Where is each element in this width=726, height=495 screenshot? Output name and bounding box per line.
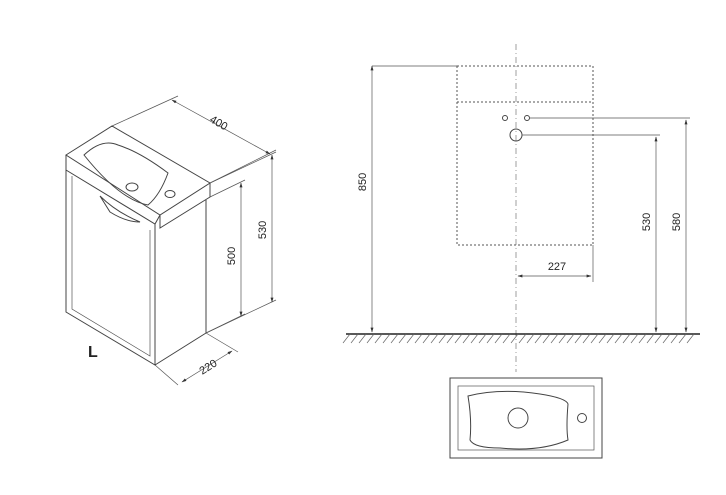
- hatch-mark: [422, 333, 431, 344]
- tap-hole: [164, 190, 176, 198]
- floor-hatch: [342, 333, 695, 344]
- cabinet-outline-dotted: [456, 65, 594, 246]
- hatch-mark: [582, 333, 591, 344]
- right-valve: [524, 115, 530, 121]
- hatch-mark: [630, 333, 639, 344]
- hatch-mark: [662, 333, 671, 344]
- door-handle-cutout: [99, 195, 141, 223]
- hatch-mark: [678, 333, 687, 344]
- hatch-mark: [550, 333, 559, 344]
- hatch-mark: [558, 333, 567, 344]
- top-view-outline: [449, 377, 603, 459]
- hatch-mark: [430, 333, 439, 344]
- top-view-inner: [457, 385, 595, 451]
- hatch-mark: [526, 333, 535, 344]
- top-view-tap-hole: [577, 413, 587, 423]
- left-valve: [502, 115, 508, 121]
- hatch-mark: [614, 333, 623, 344]
- dim-width-label: 400: [208, 114, 230, 134]
- dim-height-body-label: 500: [226, 247, 238, 265]
- hatch-mark: [502, 333, 511, 344]
- variant-label: L: [88, 344, 98, 361]
- hatch-mark: [598, 333, 607, 344]
- dim-total-height-label: 850: [357, 173, 369, 191]
- top-view-basin: [467, 390, 569, 450]
- hatch-mark: [590, 333, 599, 344]
- hatch-mark: [686, 333, 695, 344]
- countertop-front-face: [65, 155, 161, 225]
- hatch-mark: [638, 333, 647, 344]
- isometric-view: 400 530 500 220 L: [65, 95, 277, 386]
- top-view-drain: [507, 407, 529, 429]
- hatch-mark: [438, 333, 447, 344]
- hatch-mark: [510, 333, 519, 344]
- hatch-mark: [566, 333, 575, 344]
- elevation-view: 850 530 580 227: [342, 44, 700, 372]
- hatch-mark: [398, 333, 407, 344]
- hatch-mark: [646, 333, 655, 344]
- dim-drain-height-label: 530: [641, 213, 653, 231]
- cabinet-front: [65, 170, 156, 366]
- hatch-mark: [366, 333, 375, 344]
- hatch-mark: [606, 333, 615, 344]
- hatch-mark: [454, 333, 463, 344]
- dim-drain-offset-label: 227: [548, 261, 566, 273]
- dim-height-total-label: 530: [257, 221, 269, 239]
- hatch-mark: [446, 333, 455, 344]
- hatch-mark: [494, 333, 503, 344]
- hatch-mark: [670, 333, 679, 344]
- hatch-mark: [574, 333, 583, 344]
- basin-bowl: [83, 142, 169, 206]
- hatch-mark: [350, 333, 359, 344]
- hatch-mark: [534, 333, 543, 344]
- cabinet-door: [71, 176, 151, 357]
- hatch-mark: [390, 333, 399, 344]
- top-view: [449, 377, 603, 459]
- hatch-mark: [414, 333, 423, 344]
- dim-tap-height-label: 580: [671, 213, 683, 231]
- hatch-mark: [462, 333, 471, 344]
- hatch-mark: [374, 333, 383, 344]
- hatch-mark: [486, 333, 495, 344]
- hatch-mark: [622, 333, 631, 344]
- hatch-mark: [406, 333, 415, 344]
- hatch-mark: [542, 333, 551, 344]
- hatch-mark: [518, 333, 527, 344]
- countertop-side-face: [159, 183, 211, 229]
- hatch-mark: [654, 333, 663, 344]
- hatch-mark: [478, 333, 487, 344]
- basin-drain: [125, 182, 139, 192]
- hatch-mark: [342, 333, 351, 344]
- hatch-mark: [470, 333, 479, 344]
- cabinet-side: [154, 200, 207, 366]
- hatch-mark: [382, 333, 391, 344]
- hatch-mark: [358, 333, 367, 344]
